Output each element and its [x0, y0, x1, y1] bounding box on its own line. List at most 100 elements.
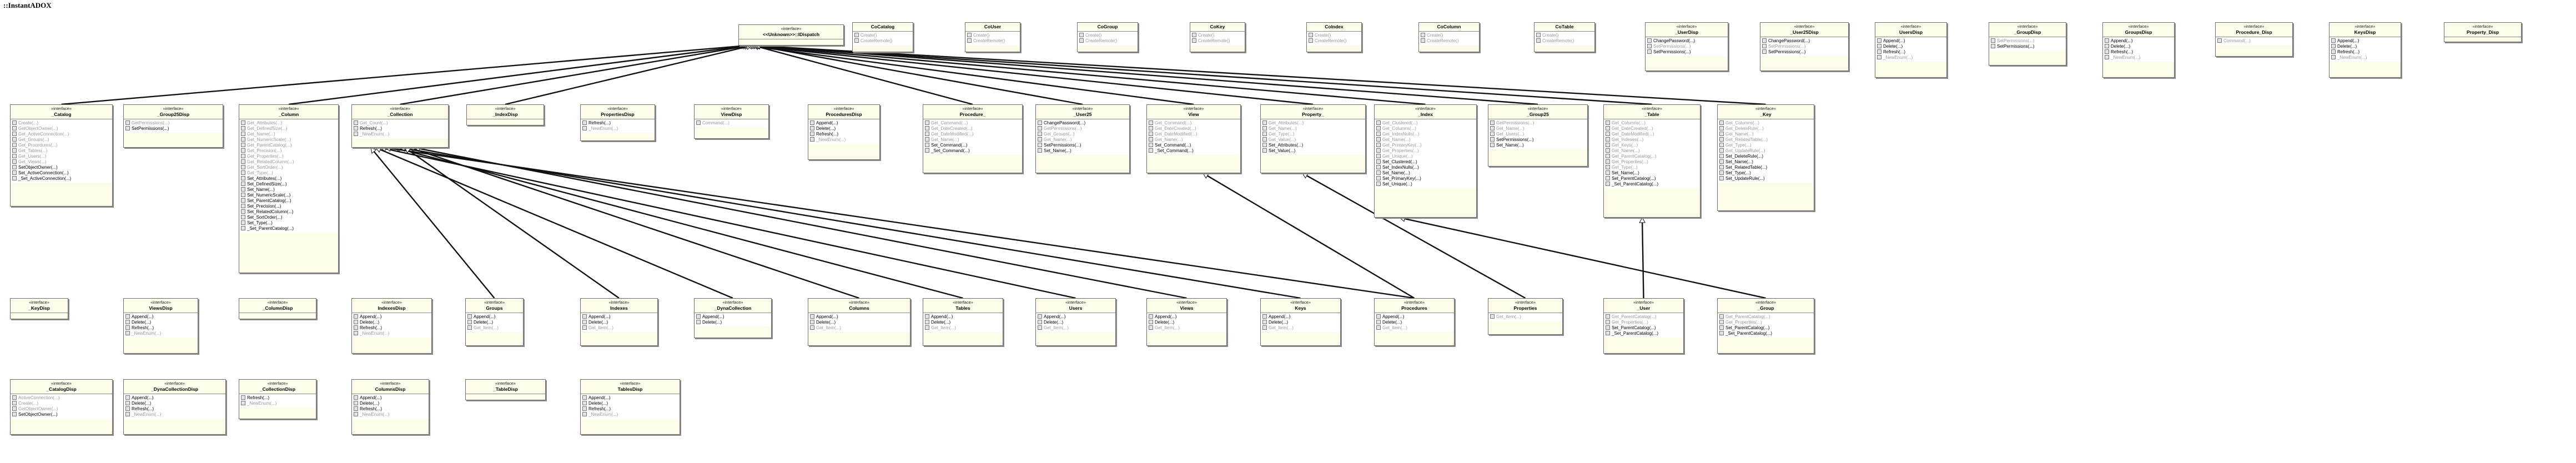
operation-item: Delete(...): [582, 401, 678, 406]
stereotype-label: «interface»: [51, 381, 72, 386]
stereotype-label: «interface»: [380, 381, 401, 386]
class-name: Procedure_: [959, 112, 986, 117]
operations-compartment: Append(...)Delete(...)Get_Item(...): [466, 313, 523, 332]
operation-item: Append(...): [467, 314, 521, 320]
operations-compartment: Get_Command(...)Get_DateCreated(...)Get_…: [1147, 119, 1240, 155]
operation-item: Get_Properties(...): [1606, 320, 1682, 325]
uml-interface-indexdisp[interactable]: «interface»_IndexDisp: [466, 104, 544, 125]
generalization-arrowhead: [1639, 217, 1646, 223]
class-name: CoIndex: [1325, 24, 1344, 29]
uml-interface-keydisp[interactable]: «interface»_KeyDisp: [10, 298, 68, 319]
operation-item: Command(...): [2217, 38, 2291, 44]
operation-item: Refresh(...): [582, 406, 678, 412]
class-header: «interface»ViewDisp: [695, 105, 768, 119]
uml-interface-procedure[interactable]: «interface»Procedure_Get_Command(...)Get…: [923, 104, 1023, 173]
class-header: «interface»PropertiesDisp: [581, 105, 655, 119]
operation-item: Get_Item(...): [925, 325, 1001, 331]
operations-compartment: Append(...)Delete(...)Get_Item(...): [808, 313, 910, 332]
uml-interface-property[interactable]: «interface»Property_Get_Attributes(...)G…: [1260, 104, 1366, 173]
class-name: Indexes: [610, 305, 628, 311]
uml-interface-columndisp[interactable]: «interface»_ColumnDisp: [239, 298, 316, 319]
operation-item: Delete(...): [125, 320, 196, 325]
operation-item: Get_Properties(...): [1606, 159, 1698, 165]
operation-item: GetObjectOwner(...): [12, 406, 110, 412]
operation-item: Set_IndexNulls(...): [1376, 165, 1475, 170]
operation-item: Get_Type(...): [1606, 165, 1698, 170]
class-name: _DynaCollection: [714, 305, 752, 311]
operation-item: _NewEnum(...): [354, 331, 430, 336]
class-name: IndexesDisp: [378, 305, 406, 311]
uml-interface-tabledisp[interactable]: «interface»_TableDisp: [465, 379, 546, 400]
class-name: _Column: [278, 112, 299, 117]
operation-item: Append(...): [582, 395, 678, 401]
generalization-arrowhead: [404, 147, 411, 154]
operation-item: Get_Item(...): [1149, 325, 1225, 331]
operations-compartment: ChangePassword(...)SetPermissions(...)Se…: [1760, 37, 1848, 56]
operations-compartment: ChangePassword(...)GetPermissions(...)Ge…: [1036, 119, 1129, 155]
stereotype-label: «interface»: [1900, 24, 1921, 29]
operation-item: Set_ActiveConnection(...): [12, 170, 110, 176]
generalization-line: [756, 45, 1652, 105]
class-header: «interface»_Group: [1718, 299, 1814, 313]
operations-compartment: Create()CreateRemote(): [1534, 32, 1594, 45]
generalization-line: [288, 45, 744, 105]
operation-item: Get_Users(...): [1490, 132, 1586, 137]
generalization-line: [408, 150, 620, 299]
class-name: Properties: [1513, 305, 1537, 311]
class-header: «interface»_KeyDisp: [11, 299, 68, 313]
uml-interface-unknown[interactable]: «interface»<<Unknown>>::IDispatch: [738, 24, 844, 46]
operation-item: Set_Value(...): [1262, 148, 1364, 154]
uml-interface-propertydisp[interactable]: «interface»Property_Disp: [2444, 22, 2522, 42]
operation-item: Delete(...): [810, 126, 878, 132]
operation-item: _NewEnum(...): [125, 331, 196, 336]
stereotype-label: «interface»: [1072, 106, 1093, 111]
operations-compartment: GetPermissions(...)Get_Name(...)Get_User…: [1488, 119, 1587, 149]
